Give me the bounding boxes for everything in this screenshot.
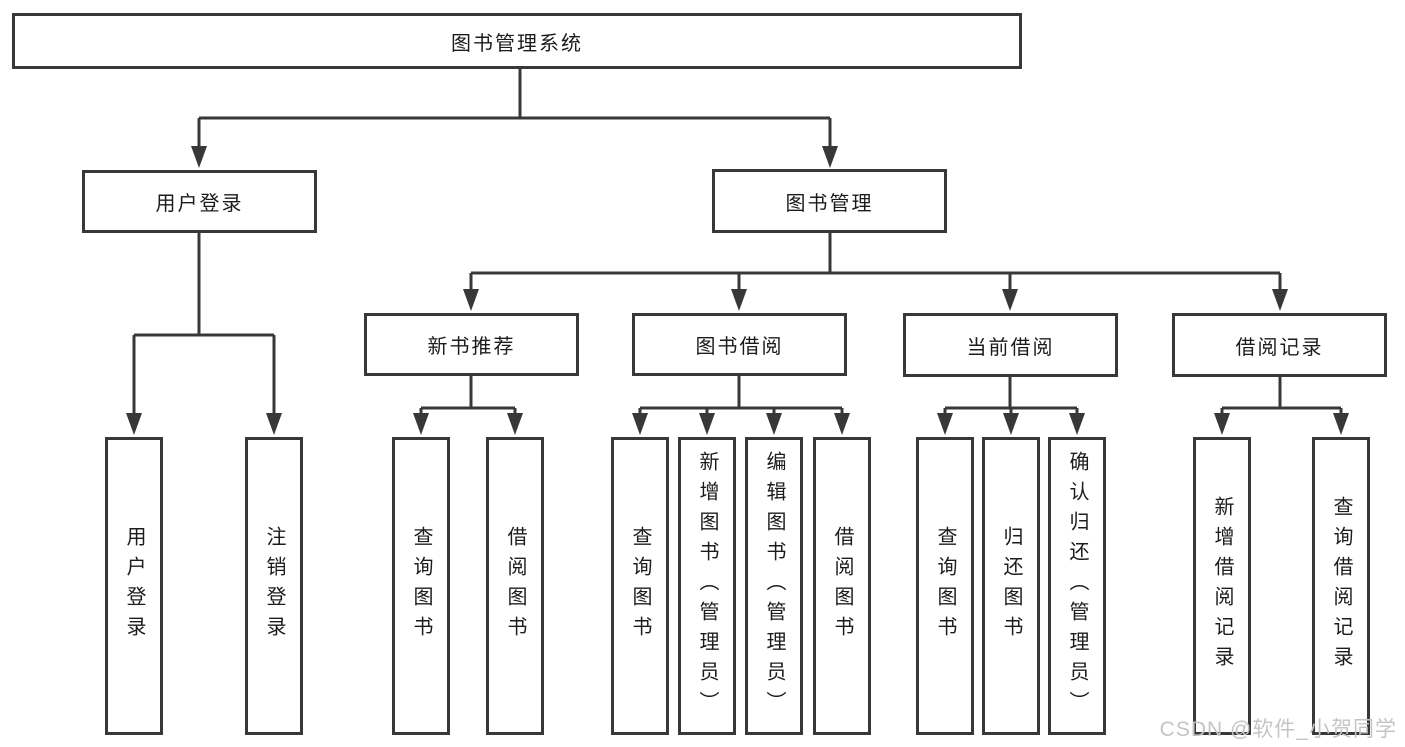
- leaf-confirm-return-admin: 确认归还（管理员）: [1048, 437, 1106, 735]
- leaf-query-book-1-label: 查询图书: [410, 526, 432, 646]
- leaf-query-borrow-record-label: 查询借阅记录: [1330, 496, 1352, 676]
- node-borrow-records-label: 借阅记录: [1235, 336, 1324, 359]
- leaf-borrow-book-2: 借阅图书: [813, 437, 871, 735]
- arrowheads: [126, 146, 1349, 435]
- arrow-down-icon: [632, 413, 648, 435]
- leaf-query-book-3: 查询图书: [916, 437, 974, 735]
- leaf-add-book-admin: 新增图书（管理员）: [678, 437, 736, 735]
- arrow-down-icon: [937, 413, 953, 435]
- leaf-user-login: 用户登录: [105, 437, 163, 735]
- arrow-down-icon: [1214, 413, 1230, 435]
- arrow-down-icon: [1069, 413, 1085, 435]
- leaf-return-book-label: 归还图书: [1000, 526, 1022, 646]
- arrow-down-icon: [463, 289, 479, 311]
- arrow-down-icon: [766, 413, 782, 435]
- arrow-down-icon: [1272, 289, 1288, 311]
- leaf-query-book-1: 查询图书: [392, 437, 450, 735]
- arrow-down-icon: [699, 413, 715, 435]
- node-book-borrowing: 图书借阅: [632, 313, 847, 376]
- node-borrow-records: 借阅记录: [1172, 313, 1387, 377]
- node-book-management-label: 图书管理: [785, 192, 874, 215]
- leaf-add-borrow-record-label: 新增借阅记录: [1211, 496, 1233, 676]
- arrow-down-icon: [507, 413, 523, 435]
- leaf-borrow-book-1-label: 借阅图书: [504, 526, 526, 646]
- leaf-borrow-book-2-label: 借阅图书: [831, 526, 853, 646]
- node-current-borrowing: 当前借阅: [903, 313, 1118, 377]
- leaf-edit-book-admin-label: 编辑图书（管理员）: [763, 451, 785, 721]
- node-root-label: 图书管理系统: [451, 32, 583, 55]
- node-new-book-recommend: 新书推荐: [364, 313, 579, 376]
- node-user-login-label: 用户登录: [155, 193, 244, 215]
- node-root: 图书管理系统: [12, 13, 1022, 69]
- arrow-down-icon: [822, 146, 838, 168]
- arrow-down-icon: [126, 413, 142, 435]
- arrow-down-icon: [413, 413, 429, 435]
- leaf-add-book-admin-label: 新增图书（管理员）: [696, 451, 718, 721]
- leaf-confirm-return-admin-label: 确认归还（管理员）: [1066, 451, 1088, 721]
- leaf-edit-book-admin: 编辑图书（管理员）: [745, 437, 803, 735]
- leaf-query-borrow-record: 查询借阅记录: [1312, 437, 1370, 735]
- arrow-down-icon: [731, 289, 747, 311]
- arrow-down-icon: [1003, 413, 1019, 435]
- arrow-down-icon: [266, 413, 282, 435]
- leaf-user-login-label: 用户登录: [123, 526, 145, 646]
- arrow-down-icon: [1333, 413, 1349, 435]
- leaf-query-book-2: 查询图书: [611, 437, 669, 735]
- arrow-down-icon: [834, 413, 850, 435]
- node-current-borrowing-label: 当前借阅: [966, 336, 1055, 359]
- node-book-borrowing-label: 图书借阅: [695, 336, 784, 358]
- arrow-down-icon: [191, 146, 207, 168]
- leaf-query-book-2-label: 查询图书: [629, 526, 651, 646]
- leaf-logout: 注销登录: [245, 437, 303, 735]
- leaf-borrow-book-1: 借阅图书: [486, 437, 544, 735]
- csdn-watermark: CSDN @软件_小贺同学: [1159, 718, 1397, 741]
- node-book-management: 图书管理: [712, 169, 947, 233]
- leaf-logout-label: 注销登录: [263, 526, 285, 646]
- leaf-return-book: 归还图书: [982, 437, 1040, 735]
- node-new-book-recommend-label: 新书推荐: [427, 336, 516, 358]
- node-user-login: 用户登录: [82, 170, 317, 233]
- leaf-add-borrow-record: 新增借阅记录: [1193, 437, 1251, 735]
- leaf-query-book-3-label: 查询图书: [934, 526, 956, 646]
- arrow-down-icon: [1002, 289, 1018, 311]
